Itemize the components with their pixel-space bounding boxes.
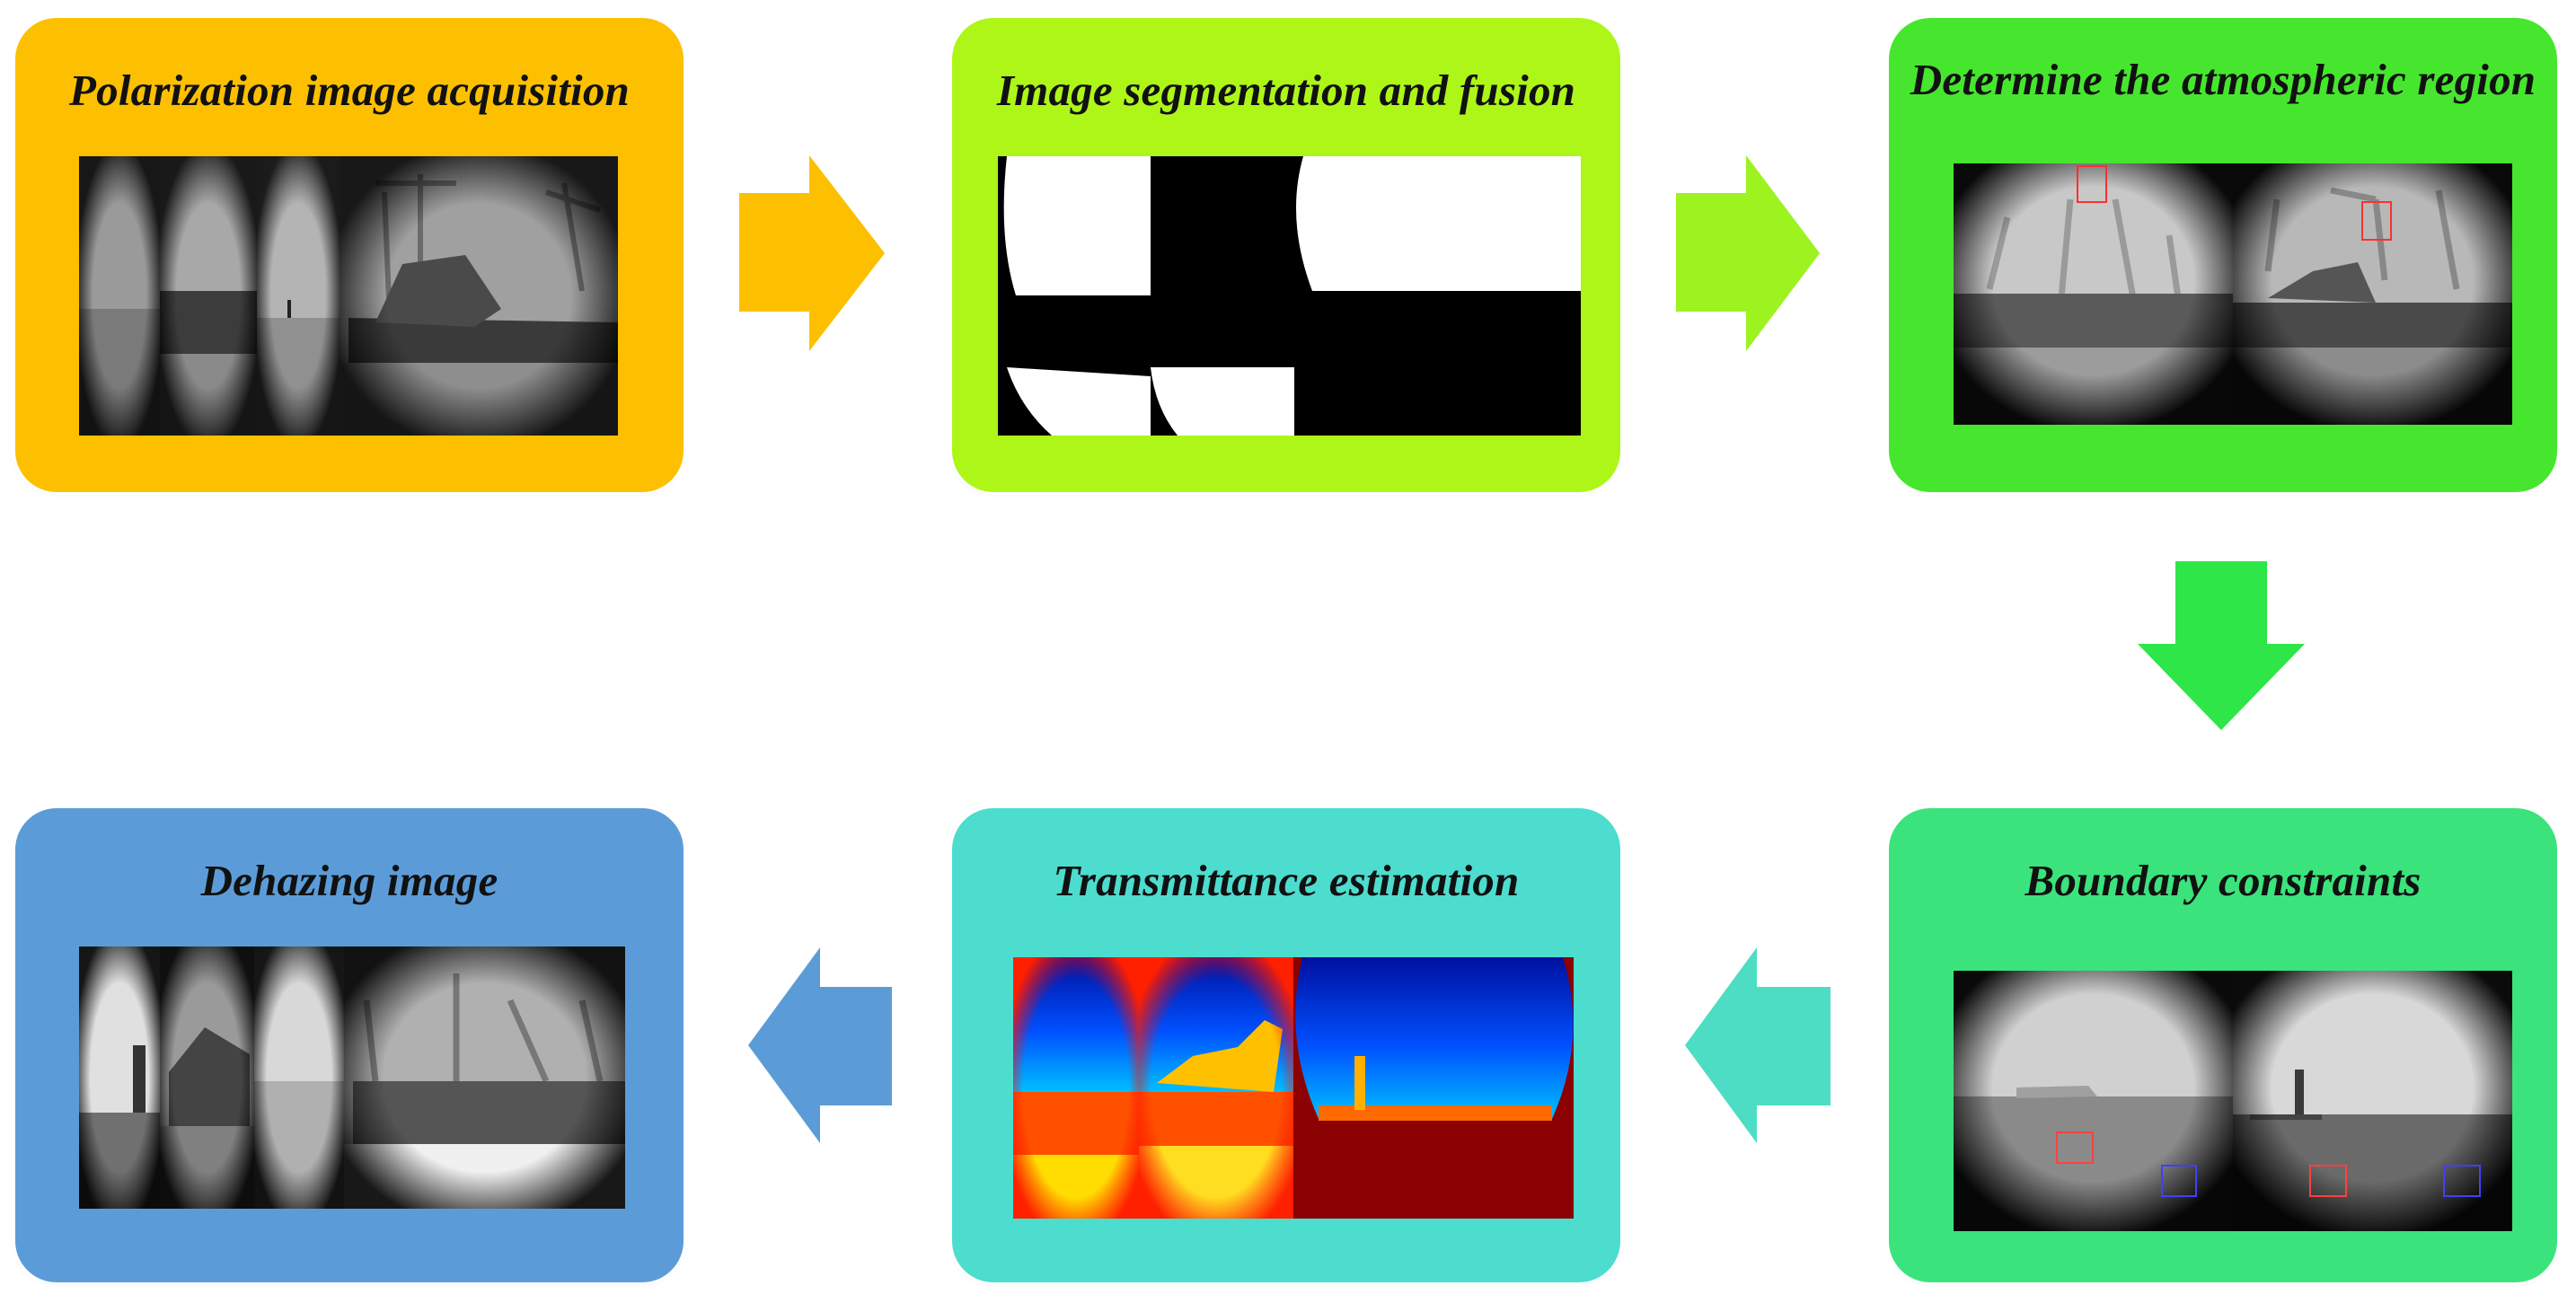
transmittance-map-strip [1013, 957, 1574, 1219]
boundary-marker [2443, 1165, 2481, 1197]
dehazed-image-strip [79, 946, 625, 1209]
acquisition-image-strip [79, 156, 618, 436]
step-title: Polarization image acquisition [68, 66, 631, 115]
segmentation-mask-strip [998, 156, 1581, 436]
step-title: Transmittance estimation [1053, 856, 1520, 905]
step-panel-dehazing: Dehazing image [15, 808, 684, 1282]
boundary-constraints-image-pair [1954, 971, 2512, 1231]
step-title: Image segmentation and fusion [996, 66, 1576, 115]
boundary-marker [2161, 1165, 2197, 1197]
atmospheric-region-image-pair [1954, 163, 2512, 425]
step-panel-polarization-acquisition: Polarization image acquisition [15, 18, 684, 492]
boundary-marker [2056, 1131, 2094, 1164]
arrow-right-icon [739, 155, 885, 351]
atmospheric-region-marker [2361, 201, 2392, 241]
step-panel-atmospheric-region: Determine the atmospheric region [1889, 18, 2557, 492]
step-panel-transmittance-estimation: Transmittance estimation [952, 808, 1620, 1282]
step-panel-boundary-constraints: Boundary constraints [1889, 808, 2557, 1282]
arrow-left-icon [1685, 947, 1831, 1143]
step-title: Dehazing image [200, 856, 498, 905]
boundary-marker [2309, 1165, 2347, 1197]
arrow-right-icon [1676, 155, 1820, 351]
step-panel-segmentation-fusion: Image segmentation and fusion [952, 18, 1620, 492]
arrow-down-icon [2138, 561, 2305, 730]
step-title: Boundary constraints [2025, 856, 2422, 905]
atmospheric-region-marker [2077, 165, 2107, 203]
step-title: Determine the atmospheric region [1910, 55, 2536, 104]
arrow-left-icon [748, 947, 892, 1143]
